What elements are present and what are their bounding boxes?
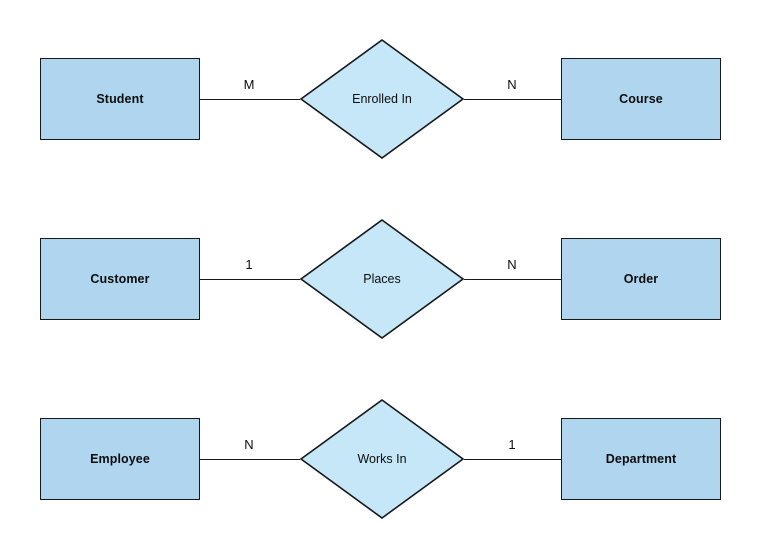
diamond-shape: [299, 39, 465, 159]
connector-line-right: [464, 459, 561, 460]
diamond-shape: [299, 219, 465, 339]
connector-line-left: [200, 459, 300, 460]
cardinality-label-left: 1: [245, 257, 253, 272]
relationship-diamond-places[interactable]: Places: [299, 219, 465, 339]
cardinality-label-left: N: [244, 437, 254, 452]
entity-label: Employee: [90, 452, 150, 466]
entity-box-customer[interactable]: Customer: [40, 238, 200, 320]
cardinality-label-left: M: [243, 77, 255, 92]
cardinality-label-right: N: [507, 257, 517, 272]
entity-box-employee[interactable]: Employee: [40, 418, 200, 500]
connector-line-right: [464, 99, 561, 100]
entity-label: Department: [605, 452, 677, 466]
relationship-diamond-works-in[interactable]: Works In: [299, 399, 465, 519]
entity-label: Customer: [90, 272, 150, 286]
connector-line-left: [200, 99, 300, 100]
cardinality-label-right: N: [507, 77, 517, 92]
connector-line-left: [200, 279, 300, 280]
entity-box-course[interactable]: Course: [561, 58, 721, 140]
entity-box-student[interactable]: Student: [40, 58, 200, 140]
relationship-diamond-enrolled-in[interactable]: Enrolled In: [299, 39, 465, 159]
entity-label: Course: [619, 92, 663, 106]
entity-label: Order: [623, 272, 659, 286]
cardinality-label-right: 1: [508, 437, 516, 452]
entity-box-department[interactable]: Department: [561, 418, 721, 500]
entity-label: Student: [96, 92, 144, 106]
entity-box-order[interactable]: Order: [561, 238, 721, 320]
diamond-shape: [299, 399, 465, 519]
connector-line-right: [464, 279, 561, 280]
